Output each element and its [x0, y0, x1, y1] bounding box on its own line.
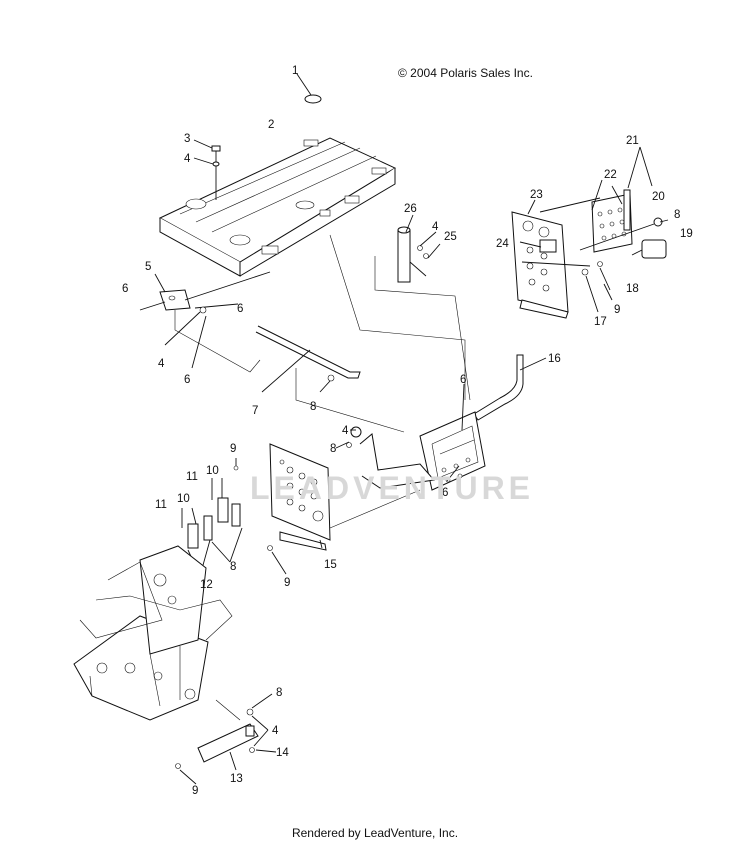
- callout-4d: 4: [342, 425, 349, 437]
- callout-8d: 8: [230, 561, 236, 573]
- vehicle-frame: [73, 545, 233, 721]
- callout-21: 21: [626, 135, 639, 147]
- callout-6e: 6: [442, 487, 448, 499]
- callout-11b: 11: [155, 499, 167, 511]
- callout-6b: 6: [237, 303, 243, 315]
- callout-7: 7: [252, 405, 258, 417]
- callout-18: 18: [626, 283, 639, 295]
- callout-4b: 4: [158, 358, 165, 370]
- callout-8e: 8: [276, 687, 282, 699]
- callout-9c: 9: [284, 577, 290, 589]
- cap-plug: [304, 94, 322, 104]
- callout-15: 15: [324, 559, 337, 571]
- callout-10b: 10: [177, 493, 190, 505]
- callout-3: 3: [184, 133, 190, 145]
- callout-4a: 4: [184, 153, 191, 165]
- callout-23: 23: [530, 189, 543, 201]
- callout-12: 12: [200, 579, 213, 591]
- copyright-text: © 2004 Polaris Sales Inc.: [398, 66, 533, 80]
- callout-16: 16: [548, 353, 561, 365]
- callout-11a: 11: [186, 471, 198, 483]
- callout-26: 26: [404, 203, 417, 215]
- callout-9d: 9: [192, 785, 198, 797]
- callout-9a: 9: [614, 304, 620, 316]
- callout-1: 1: [292, 65, 298, 77]
- lower-plate: [269, 443, 331, 551]
- callout-6a: 6: [122, 283, 128, 295]
- callout-5: 5: [145, 261, 151, 273]
- callout-8a: 8: [310, 401, 316, 413]
- callout-8c: 8: [330, 443, 336, 455]
- plate-holes: [522, 207, 627, 292]
- callout-9b: 9: [230, 443, 236, 455]
- watermark: LEADVENTURE: [250, 470, 535, 506]
- callout-22: 22: [604, 169, 617, 181]
- rack-panel: [158, 137, 397, 277]
- callout-13: 13: [230, 773, 243, 785]
- callout-6d: 6: [460, 374, 466, 386]
- callout-19: 19: [680, 228, 693, 240]
- callout-8b: 8: [674, 209, 680, 221]
- callout-17: 17: [594, 316, 607, 328]
- callout-4c: 4: [432, 221, 439, 233]
- callout-6c: 6: [184, 374, 190, 386]
- callout-24: 24: [496, 238, 509, 250]
- callout-4e: 4: [272, 725, 279, 737]
- callout-10a: 10: [206, 465, 219, 477]
- callout-14: 14: [276, 747, 289, 759]
- callout-20: 20: [652, 191, 665, 203]
- callout-25: 25: [444, 231, 457, 243]
- footer-credit: Rendered by LeadVenture, Inc.: [291, 826, 459, 840]
- callout-2: 2: [268, 119, 274, 131]
- rear-rack-frame: [359, 354, 524, 491]
